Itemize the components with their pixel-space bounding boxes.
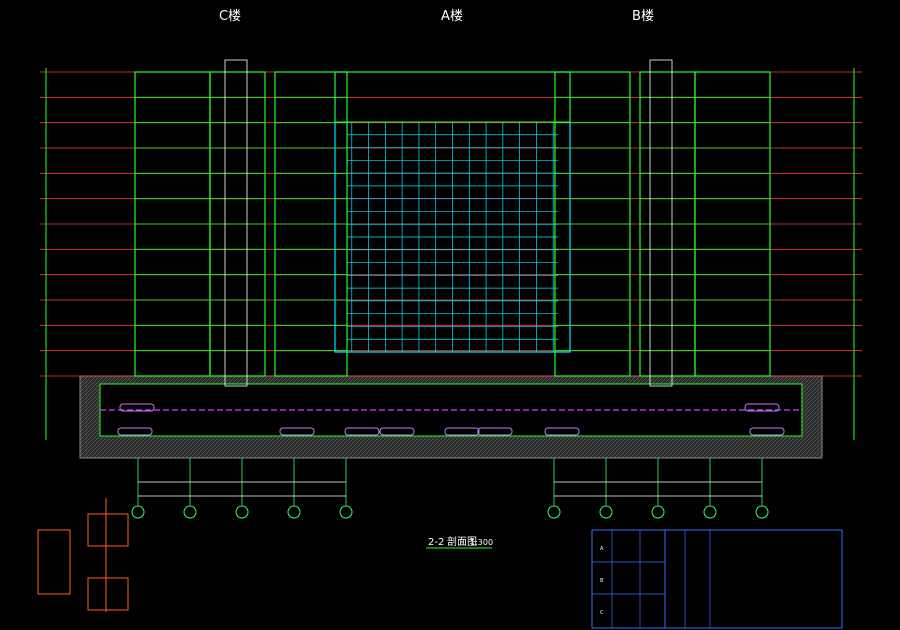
vehicle bbox=[544, 427, 580, 436]
axis-bubble bbox=[183, 505, 197, 519]
legend-table: A B C bbox=[591, 529, 843, 629]
core-shaft bbox=[224, 59, 248, 387]
section-title: 2-2 剖面图 1:300 bbox=[426, 535, 493, 549]
vehicle bbox=[749, 427, 785, 436]
core-shaft bbox=[649, 59, 673, 387]
vehicle bbox=[444, 427, 480, 436]
basement-section bbox=[79, 375, 823, 459]
vehicle bbox=[344, 427, 380, 436]
vehicle bbox=[117, 427, 153, 436]
axis-bubble bbox=[339, 505, 353, 519]
vehicle bbox=[279, 427, 315, 436]
building-label-b: B楼 bbox=[632, 9, 654, 24]
building-towers bbox=[134, 59, 771, 387]
axis-bubble bbox=[131, 505, 145, 519]
vehicle bbox=[744, 403, 780, 412]
section-name: 剖面图 bbox=[447, 535, 477, 548]
section-scale: 1:300 bbox=[470, 538, 493, 547]
curtain-wall bbox=[334, 71, 571, 353]
section-number: 2-2 bbox=[428, 537, 444, 548]
vehicle bbox=[379, 427, 415, 436]
legend-group-b: B bbox=[600, 578, 604, 584]
axis-bubble bbox=[651, 505, 665, 519]
axis-bubble bbox=[755, 505, 769, 519]
key-plan bbox=[37, 498, 129, 612]
vehicle bbox=[119, 403, 155, 412]
vehicle bbox=[477, 427, 513, 436]
axis-bubble bbox=[547, 505, 561, 519]
building-label-a: A楼 bbox=[441, 9, 463, 24]
grid-axes bbox=[131, 458, 769, 519]
building-label-c: C楼 bbox=[219, 9, 241, 24]
legend-group-a: A bbox=[600, 546, 604, 552]
parking-vehicles bbox=[117, 403, 785, 436]
axis-bubble bbox=[287, 505, 301, 519]
axis-bubble bbox=[235, 505, 249, 519]
roof-penthouse bbox=[334, 71, 571, 123]
axis-bubble bbox=[703, 505, 717, 519]
axis-bubble bbox=[599, 505, 613, 519]
legend-group-c: C bbox=[600, 610, 604, 616]
